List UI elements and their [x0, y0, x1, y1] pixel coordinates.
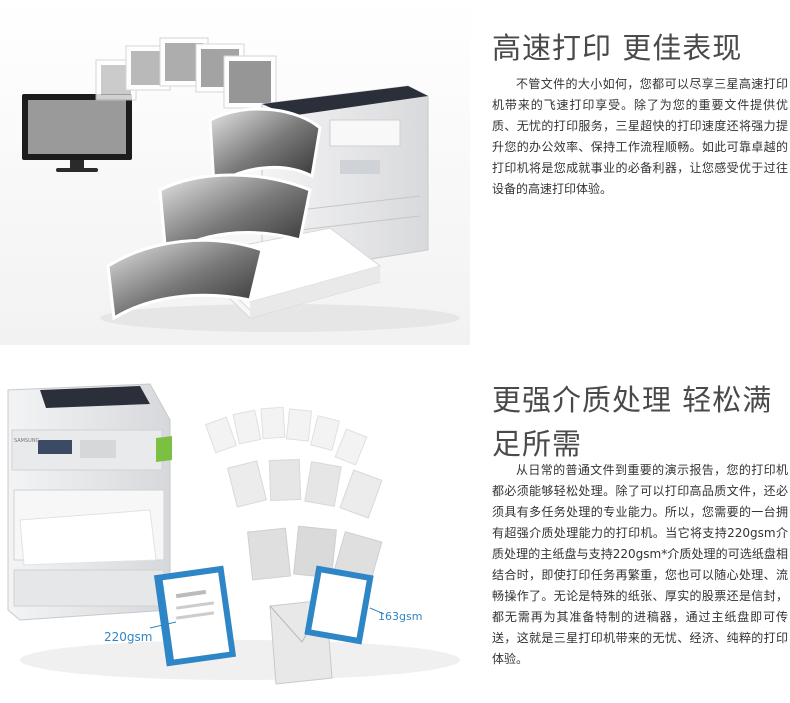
section-description: 不管文件的大小如何，您都可以尽享三星高速打印机带来的飞速打印享受。除了为您的重要… — [492, 77, 788, 196]
printer-with-photos-graphic — [0, 0, 470, 345]
section-high-speed-printing: 高速打印 更佳表现 不管文件的大小如何，您都可以尽享三星高速打印机带来的飞速打印… — [0, 0, 788, 345]
monitor-icon — [22, 94, 132, 172]
brochure-220gsm-card — [153, 565, 237, 667]
section-media-handling: SAMSUNG — [0, 360, 790, 699]
section-title: 更强介质处理 轻松满足所需 — [492, 383, 773, 461]
section-description: 从日常的普通文件到重要的演示报告，您的打印机都必须能够轻松处理。除了可以打印高品… — [492, 463, 788, 666]
flying-photo-frames — [95, 37, 277, 109]
card-163gsm — [304, 565, 374, 645]
printed-photo-ribbon — [106, 107, 322, 321]
media-handling-illustration: SAMSUNG — [0, 360, 470, 699]
printer-brand-label: SAMSUNG — [14, 438, 40, 444]
media-fan — [204, 406, 383, 589]
high-speed-printing-illustration — [0, 0, 470, 345]
paper-weight-label-163: 163gsm — [378, 610, 423, 623]
printer-with-media-graphic: SAMSUNG — [0, 360, 470, 699]
high-capacity-printer-image: SAMSUNG — [7, 383, 172, 621]
paper-weight-label-220: 220gsm — [104, 630, 153, 644]
section-title: 高速打印 更佳表现 — [492, 31, 743, 65]
callout-line-163 — [369, 607, 385, 615]
callout-line-220 — [149, 621, 177, 629]
